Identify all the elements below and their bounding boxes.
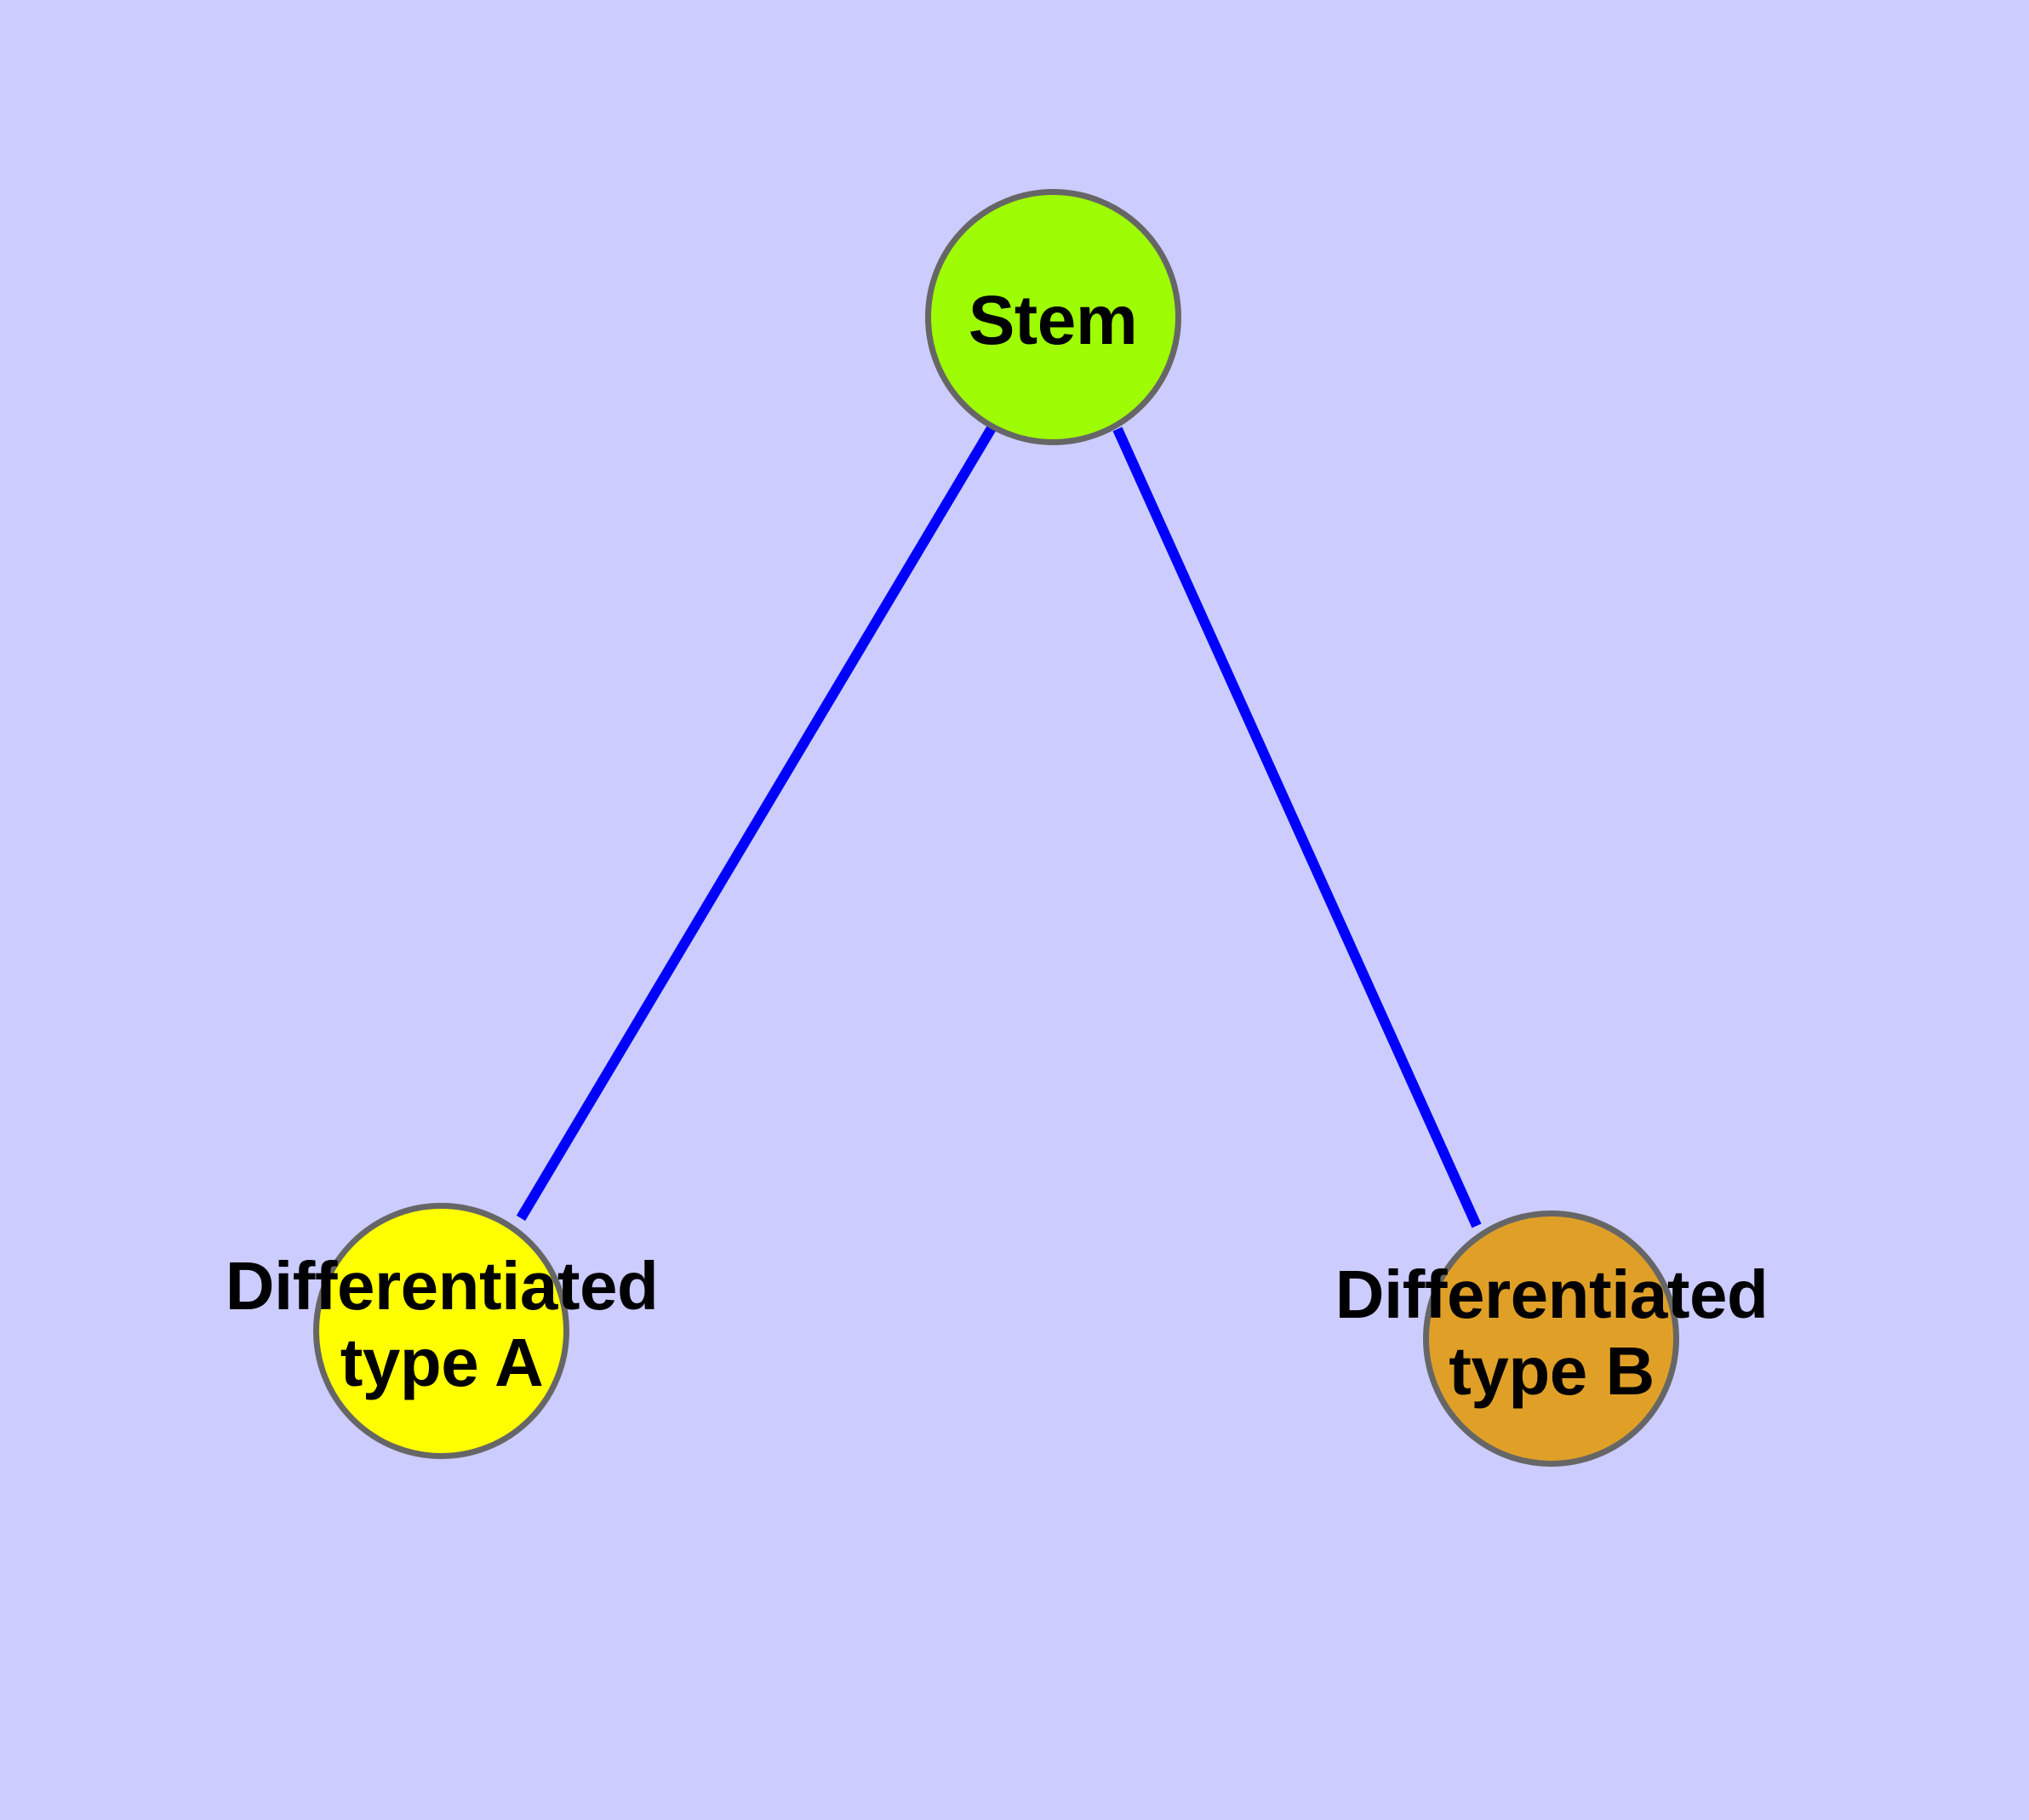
edge-stem-to-differentiated-type-a (516, 425, 997, 1222)
edge-stem-to-differentiated-type-b (1112, 426, 1482, 1228)
node-differentiated-type-b[interactable] (1423, 1210, 1679, 1467)
node-stem[interactable] (925, 189, 1181, 445)
node-differentiated-type-a[interactable] (313, 1203, 569, 1459)
